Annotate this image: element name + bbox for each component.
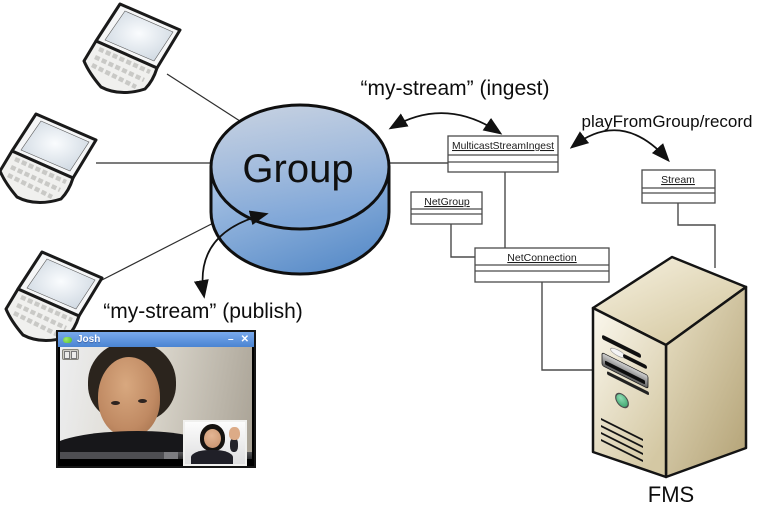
link-laptop3-group: [99, 214, 230, 282]
laptop-icon-1: [84, 4, 180, 93]
minimize-button[interactable]: –: [228, 334, 234, 345]
local-person-face: [204, 429, 221, 448]
link-stream-server: [677, 203, 716, 268]
video-titlebar: Josh – ✕: [58, 332, 254, 347]
link-netgroup-netconnection: [450, 224, 475, 258]
local-person-body: [191, 450, 233, 464]
link-laptop1-group: [166, 73, 244, 124]
play-record-label: playFromGroup/record: [581, 112, 752, 131]
link-netconnection-server: [541, 282, 597, 371]
server-bay-slot: [605, 360, 645, 385]
publish-arrow: [193, 210, 269, 299]
laptop-icon-3: [6, 252, 102, 341]
ingest-label: “my-stream” (ingest): [360, 77, 549, 100]
scrub-bar[interactable]: [60, 452, 252, 459]
pip-toggle-icon[interactable]: [62, 349, 79, 360]
eye: [111, 401, 120, 405]
server-drive-slot-2: [623, 354, 647, 369]
uml-label-stream: Stream: [661, 174, 695, 186]
uml-box-multicast: [447, 135, 559, 173]
play-record-arrow: [569, 129, 670, 163]
connector-lines: [390, 162, 716, 371]
server-thin-slot: [607, 371, 649, 395]
uml-box-netconnection: [474, 247, 610, 283]
eye: [138, 399, 147, 403]
window-title: Josh: [77, 334, 101, 345]
main-video: [60, 347, 252, 459]
local-person-arm: [230, 438, 238, 452]
server-vents: [601, 417, 643, 462]
remote-person-face: [98, 357, 160, 444]
uml-label-multicast: MulticastStreamIngest: [452, 140, 554, 152]
server-power-button: [615, 392, 629, 409]
presence-icon: [63, 336, 72, 343]
server-drive-slot: [602, 335, 641, 358]
uml-label-netconnection: NetConnection: [507, 252, 577, 264]
video-window: Josh – ✕: [56, 330, 256, 468]
ingest-arrow: [388, 112, 503, 135]
pip-video: [183, 420, 247, 466]
group-cylinder: Group: [209, 103, 391, 276]
uml-box-stream: [641, 169, 716, 204]
laptop-icon-2: [0, 114, 96, 203]
local-person-hand: [229, 427, 240, 440]
uml-box-netgroup: [410, 191, 483, 225]
fms-label: FMS: [648, 482, 694, 507]
publish-label: “my-stream” (publish): [103, 300, 303, 323]
server-icon: [591, 255, 748, 479]
close-button[interactable]: ✕: [240, 334, 249, 345]
uml-label-netgroup: NetGroup: [424, 196, 470, 208]
group-label: Group: [242, 147, 353, 191]
